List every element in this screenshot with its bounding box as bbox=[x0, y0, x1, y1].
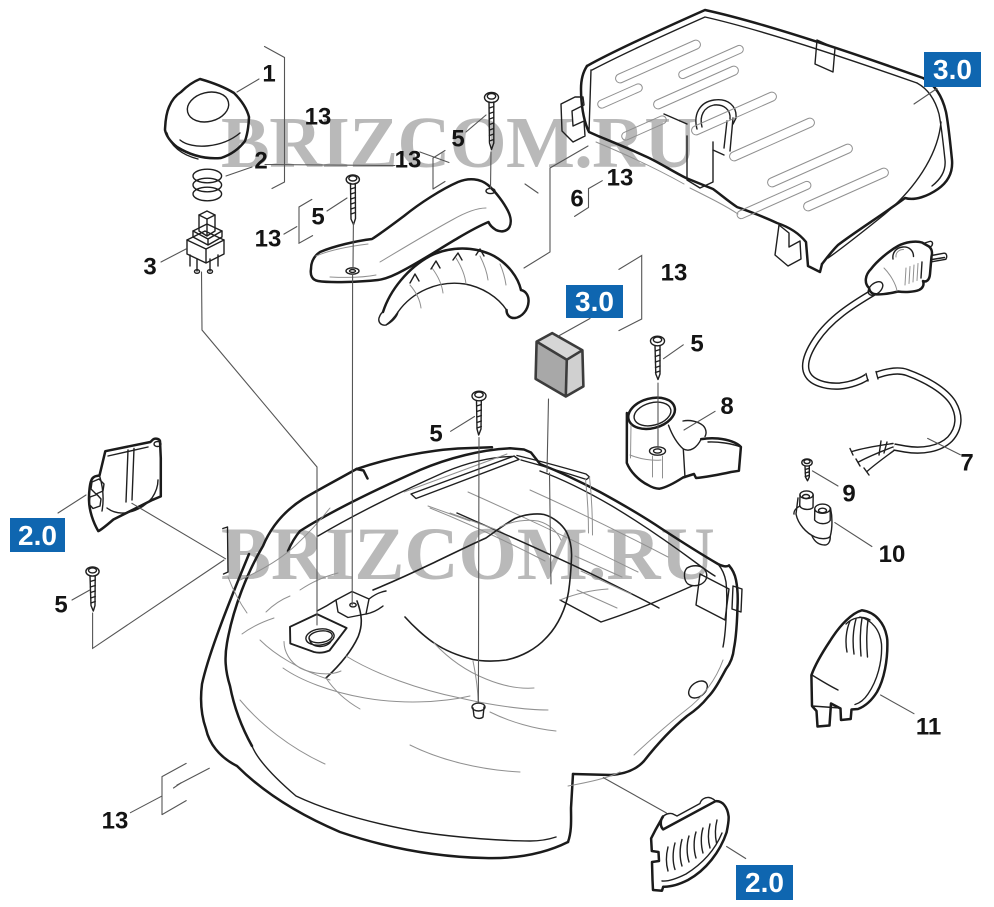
svg-text:13: 13 bbox=[255, 226, 282, 253]
svg-text:9: 9 bbox=[842, 481, 855, 508]
svg-text:BRIZCOM.RU: BRIZCOM.RU bbox=[221, 513, 715, 596]
svg-text:13: 13 bbox=[661, 260, 688, 287]
svg-text:BRIZCOM.RU: BRIZCOM.RU bbox=[221, 102, 697, 183]
svg-text:6: 6 bbox=[570, 186, 583, 213]
svg-text:13: 13 bbox=[102, 808, 129, 835]
svg-text:7: 7 bbox=[960, 450, 973, 477]
svg-text:13: 13 bbox=[607, 165, 634, 192]
svg-text:5: 5 bbox=[54, 592, 67, 619]
svg-text:8: 8 bbox=[720, 393, 733, 420]
svg-text:1: 1 bbox=[262, 61, 275, 88]
svg-text:2: 2 bbox=[254, 148, 267, 175]
svg-text:3.0: 3.0 bbox=[933, 54, 972, 85]
svg-text:3.0: 3.0 bbox=[575, 286, 614, 317]
svg-text:13: 13 bbox=[395, 147, 422, 174]
svg-text:2.0: 2.0 bbox=[18, 520, 57, 551]
svg-text:3: 3 bbox=[143, 254, 156, 281]
svg-text:10: 10 bbox=[879, 541, 906, 568]
svg-text:2.0: 2.0 bbox=[745, 867, 784, 898]
svg-text:5: 5 bbox=[311, 204, 324, 231]
svg-text:5: 5 bbox=[429, 421, 442, 448]
svg-text:11: 11 bbox=[916, 714, 941, 741]
svg-text:5: 5 bbox=[451, 126, 464, 153]
svg-text:13: 13 bbox=[305, 104, 332, 131]
svg-text:5: 5 bbox=[690, 331, 703, 358]
